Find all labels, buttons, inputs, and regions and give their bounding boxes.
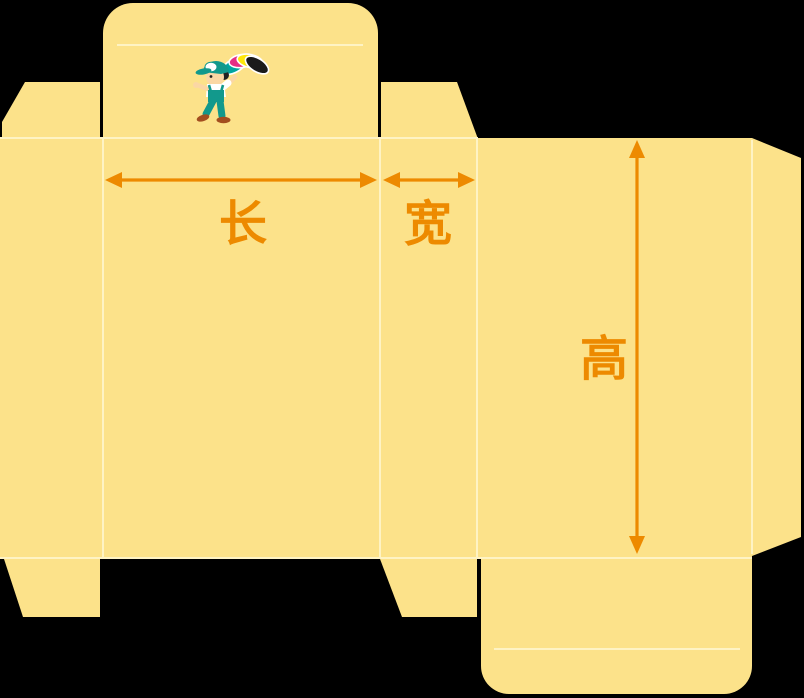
color-swatch-fan-icon xyxy=(221,53,270,76)
fold-line xyxy=(0,557,752,559)
tuck-flap-crease-line xyxy=(494,648,740,650)
bottom-left-dust-flap xyxy=(4,559,100,617)
fold-line xyxy=(476,139,478,558)
lid-flap xyxy=(103,3,378,139)
top-right-dust-flap xyxy=(381,82,478,139)
height-label: 高 xyxy=(579,333,628,386)
glue-flap xyxy=(752,138,801,556)
top-left-dust-flap xyxy=(2,82,100,139)
printer-boy-figure xyxy=(193,61,238,124)
fold-line xyxy=(751,140,753,554)
fold-line xyxy=(102,139,104,558)
length-label: 长 xyxy=(218,198,267,251)
fold-line xyxy=(379,139,381,558)
printer-boy-illustration xyxy=(193,53,270,124)
bottom-width-dust-flap xyxy=(380,559,477,617)
width-label: 宽 xyxy=(403,198,452,251)
bottom-tuck-flap xyxy=(481,559,752,694)
body-panels-strip xyxy=(0,138,752,559)
lid-crease-line xyxy=(117,44,363,46)
fold-line xyxy=(0,137,478,139)
